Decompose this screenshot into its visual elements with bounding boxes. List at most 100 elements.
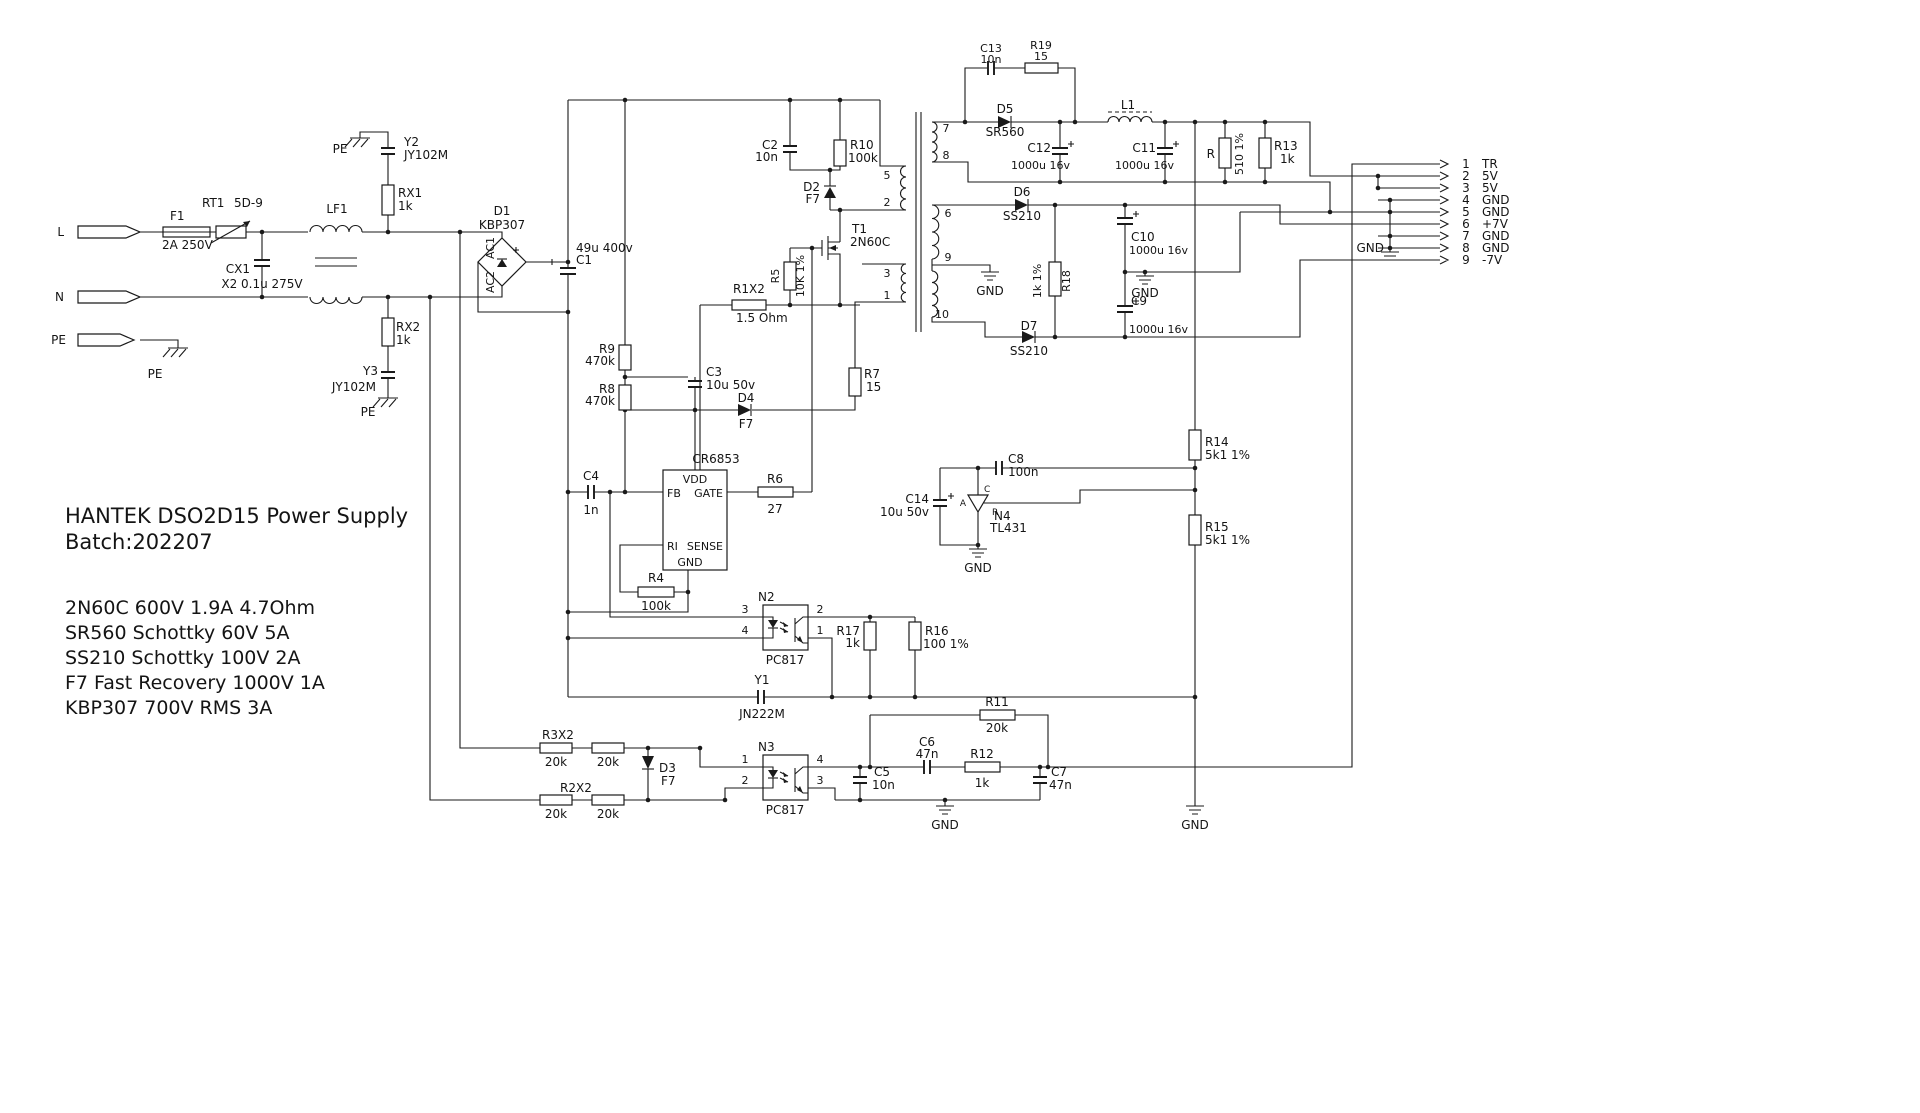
diode-d2: D2 F7	[803, 180, 836, 206]
c3-val: 10u 50v	[706, 378, 755, 392]
terminal-l	[77, 225, 142, 239]
r18-ref: R18	[1060, 270, 1073, 292]
r3x2-ref: R3X2	[542, 728, 574, 742]
resistor-r13: R13 1k	[1258, 137, 1298, 169]
diode-d3: D3 F7	[642, 756, 676, 788]
ic-cr6853: CR6853 VDD GATE FB RI SENSE GND	[662, 452, 740, 571]
cx1-val: X2 0.1u 275V	[221, 277, 303, 291]
diode-d4: D4 F7	[738, 391, 755, 431]
connector-pin-6: 6	[1462, 217, 1470, 231]
ic-pin-fb: FB	[667, 487, 681, 500]
d2-ref: D2	[803, 180, 820, 194]
capacitor-y1: Y1 JN222M	[738, 673, 785, 721]
connector-pin-2: 2	[1462, 169, 1470, 183]
capacitor-c2: C2 10n	[755, 138, 797, 164]
gnd-icon	[981, 271, 999, 281]
r8-ref: R8	[599, 382, 615, 396]
r1x2-val: 1.5 Ohm	[736, 311, 788, 325]
rx1-val: 1k	[398, 199, 413, 213]
terminal-n	[77, 290, 142, 304]
f1-ref: F1	[170, 209, 185, 223]
optocoupler-n2: N2 PC817 3 4 2 1	[742, 590, 824, 667]
pe-gnd-label: PE	[333, 142, 348, 156]
gnd-label: GND	[964, 561, 992, 575]
n4-val: TL431	[989, 521, 1027, 535]
r13-ref: R13	[1274, 139, 1298, 153]
choke-lf1: LF1	[309, 202, 363, 305]
c10-ref: C10	[1131, 230, 1155, 244]
resistor-r19: R19 15	[1024, 39, 1059, 74]
d4-ref: D4	[738, 391, 755, 405]
n3-pin-4: 4	[817, 753, 824, 766]
connector-name-3: 5V	[1482, 181, 1499, 195]
r3x2-val-2: 20k	[597, 755, 619, 769]
c14-ref: C14	[905, 492, 929, 506]
r510-ref: R	[1207, 147, 1215, 161]
r12-val: 1k	[975, 776, 990, 790]
ic-pin-gnd: GND	[677, 556, 702, 569]
c6-val: 47n	[916, 747, 939, 761]
c2-ref: C2	[762, 138, 778, 152]
pe-ground-icon	[162, 347, 188, 358]
note-2: SR560 Schottky 60V 5A	[65, 622, 290, 644]
resistor-r17: R17 1k	[836, 621, 877, 651]
fuse-f1: F1 2A 250V	[162, 209, 214, 252]
gnd-icon	[936, 805, 954, 815]
connector-name-5: GND	[1482, 205, 1510, 219]
cx1-ref: CX1	[226, 262, 250, 276]
resistor-r4: R4 100k	[637, 571, 675, 613]
d1-ac1: AC1	[484, 237, 497, 259]
c14-val: 10u 50v	[880, 505, 929, 519]
r16-val: 100 1%	[923, 637, 969, 651]
capacitor-c5: C5 10n	[853, 765, 895, 792]
gnd-icon	[1186, 805, 1204, 815]
r9-ref: R9	[599, 342, 615, 356]
rx2-val: 1k	[396, 333, 411, 347]
r6-val: 27	[767, 502, 782, 516]
resistor-r11: R11 20k	[979, 695, 1016, 735]
r3x2-val-1: 20k	[545, 755, 567, 769]
r19-val: 15	[1034, 50, 1048, 63]
connector-pin-8: 8	[1462, 241, 1470, 255]
c10-val: 1000u 16v	[1129, 244, 1188, 257]
n4-cathode-label: C	[984, 485, 990, 495]
resistor-r18: 1k 1% R18	[1031, 261, 1073, 298]
capacitor-c13: C13 10n	[980, 42, 1002, 75]
r9-val: 470k	[585, 354, 615, 368]
r13-val: 1k	[1280, 152, 1295, 166]
output-connector: 1 TR 2 5V 3 5V 4 GND 5 GND 6 +7V 7 GND 8…	[1356, 157, 1509, 267]
gnd-label: GND	[931, 818, 959, 832]
capacitor-y3: Y3 JY102M	[331, 364, 395, 394]
d3-val: F7	[661, 774, 676, 788]
d7-val: SS210	[1010, 344, 1048, 358]
y3-ref: Y3	[362, 364, 378, 378]
ic-pin-gate: GATE	[694, 487, 723, 500]
r1x2-ref: R1X2	[733, 282, 765, 296]
xfmr-pin-8: 8	[943, 149, 950, 162]
ic-pin-sense: SENSE	[687, 540, 723, 553]
resistor-r10: R10 100k	[833, 138, 878, 167]
xfmr-pin-6: 6	[945, 207, 952, 220]
resistor-r5: R5 10K 1%	[769, 255, 807, 297]
c8-val: 100n	[1008, 465, 1039, 479]
connector-name-2: 5V	[1482, 169, 1499, 183]
bridge-rectifier-d1: D1 KBP307 AC1 AC2	[477, 204, 527, 293]
pe-gnd-label: PE	[148, 367, 163, 381]
ic-name: CR6853	[692, 452, 739, 466]
n3-ref: N3	[758, 740, 775, 754]
gnd-icon	[1381, 251, 1399, 261]
r510-val: 510 1%	[1233, 133, 1246, 175]
n4-ref: N4	[994, 509, 1011, 523]
connector-pin-7: 7	[1462, 229, 1470, 243]
resistor-r1x2: R1X2 1.5 Ohm	[731, 282, 788, 325]
c4-ref: C4	[583, 469, 599, 483]
note-5: KBP307 700V RMS 3A	[65, 697, 272, 719]
d5-ref: D5	[997, 102, 1014, 116]
connector-name-4: GND	[1482, 193, 1510, 207]
c12-ref: C12	[1027, 141, 1051, 155]
thermistor-rt1: RT1 5D-9	[202, 196, 263, 244]
d3-ref: D3	[659, 761, 676, 775]
r7-val: 15	[866, 380, 881, 394]
capacitor-c1: 49u 400v C1	[549, 241, 633, 275]
t1-val: 2N60C	[850, 235, 890, 249]
